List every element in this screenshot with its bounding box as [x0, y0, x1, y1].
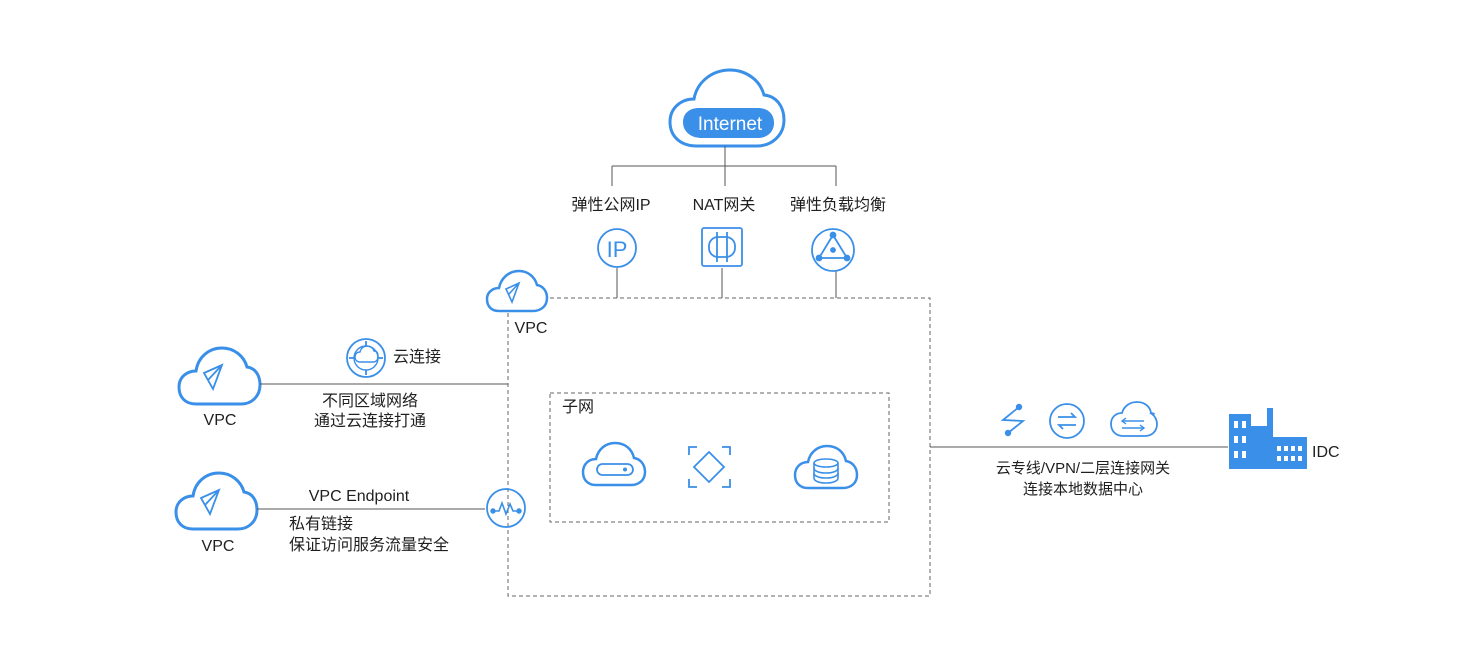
cloud-connect-desc-line2: 通过云连接打通	[313, 413, 427, 430]
endpoint-desc-line2: 保证访问服务流量安全	[289, 537, 450, 554]
left-vpc-bottom-label: VPC	[201, 538, 235, 555]
endpoint-desc-line1: 私有链接	[289, 516, 354, 533]
nat-gateway-icon	[701, 227, 743, 267]
endpoint-title: VPC Endpoint	[308, 488, 410, 505]
eip-icon: IP	[597, 228, 637, 268]
vpc-main-label: VPC	[514, 320, 548, 337]
internet-cloud-icon	[668, 68, 786, 148]
elb-label: 弹性负载均衡	[789, 197, 887, 214]
elb-icon	[811, 228, 855, 272]
left-vpc-top-cloud-icon	[177, 346, 262, 406]
l2-gateway-icon	[1110, 401, 1158, 437]
subnet-label: 子网	[562, 399, 595, 416]
internet-label: Internet	[698, 114, 763, 135]
subnet-boundary	[549, 392, 890, 523]
endpoint-icon	[486, 488, 526, 528]
svg-text:IP: IP	[607, 237, 628, 262]
idc-building-icon	[1229, 408, 1307, 469]
security-group-icon	[688, 446, 731, 488]
nat-gateway-label: NAT网关	[692, 197, 756, 214]
internet-connector-lines	[611, 146, 837, 298]
cloud-connect-title: 云连接	[393, 349, 442, 366]
cloud-connect-desc-line1: 不同区域网络	[321, 393, 419, 410]
vpc-boundary	[507, 297, 931, 597]
idc-desc-line1: 云专线/VPN/二层连接网关	[995, 460, 1171, 477]
direct-connect-icon	[1000, 403, 1026, 437]
server-icon	[581, 441, 647, 487]
eip-label: 弹性公网IP	[571, 197, 651, 214]
left-vpc-bottom-cloud-icon	[174, 471, 259, 531]
cloud-connect-icon	[346, 338, 386, 378]
database-cloud-icon	[793, 444, 859, 490]
idc-desc-line2: 连接本地数据中心	[1022, 481, 1144, 498]
idc-label: IDC	[1312, 444, 1340, 461]
vpc-cloud-icon	[485, 269, 549, 313]
vpn-icon	[1049, 403, 1085, 439]
left-vpc-top-label: VPC	[203, 412, 237, 429]
